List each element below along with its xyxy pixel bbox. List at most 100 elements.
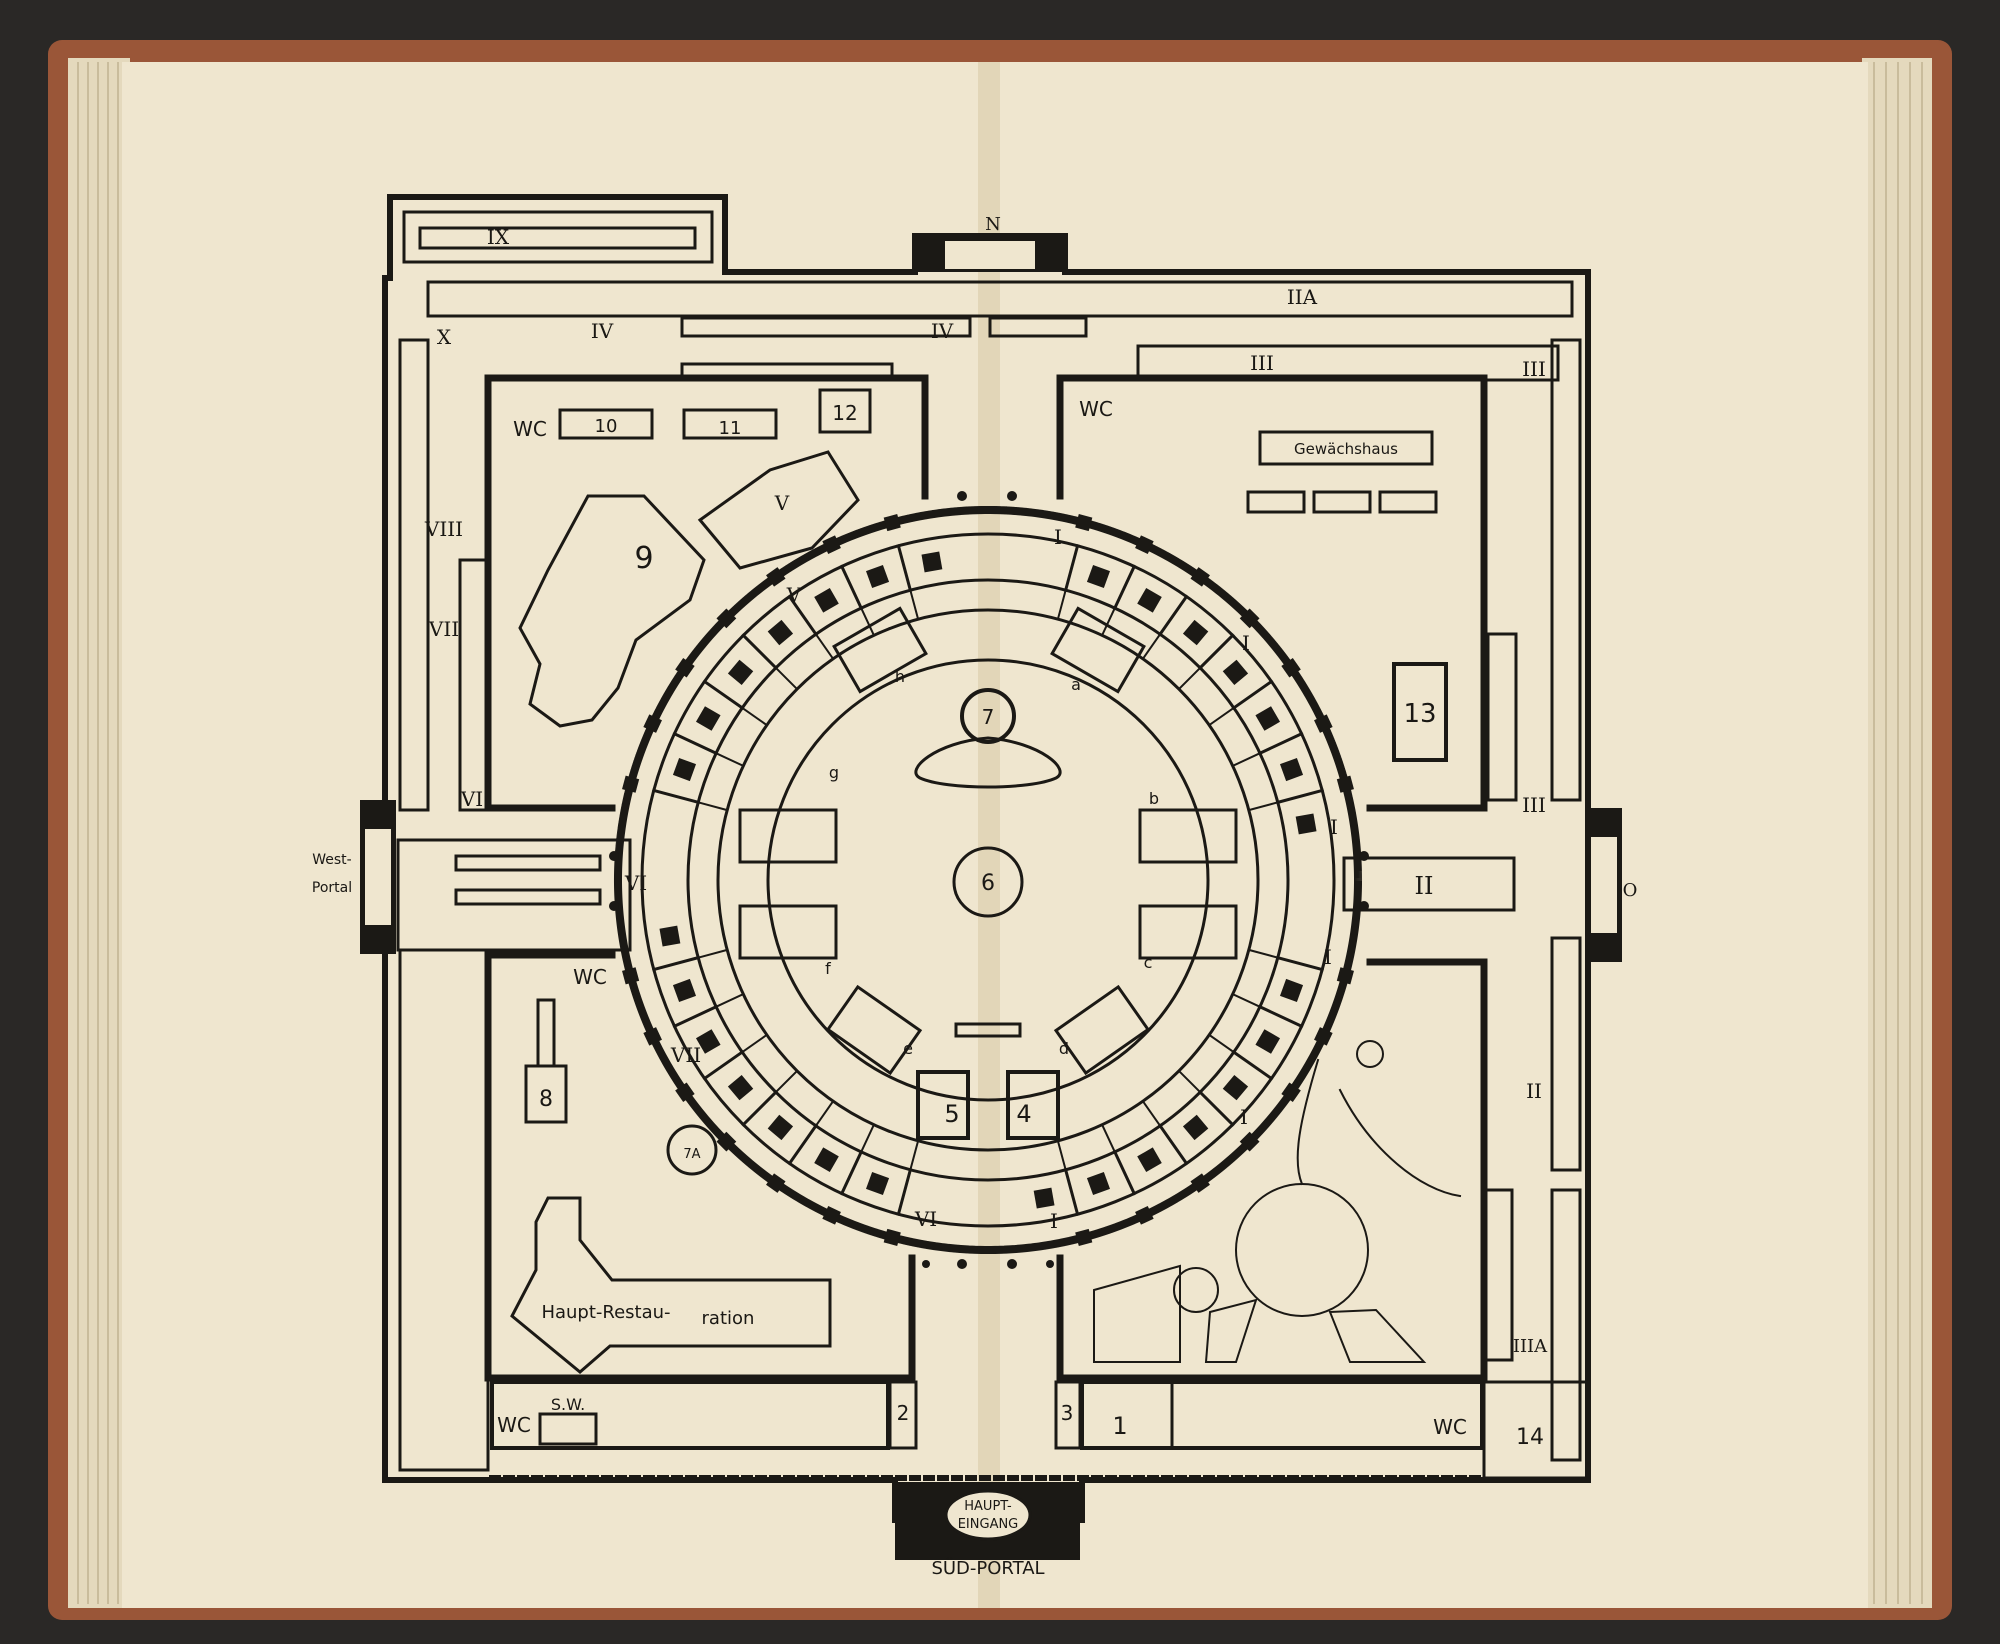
label-iia: IIA	[1287, 285, 1318, 309]
outer-pier	[675, 1082, 695, 1102]
cell-block	[1295, 813, 1317, 835]
north-gallery-outer	[426, 280, 1574, 318]
room-8-stem	[536, 998, 556, 1068]
cell-divider	[1198, 1090, 1235, 1127]
inner-spoke	[740, 1033, 769, 1054]
cell-block	[672, 978, 697, 1003]
courtyard-ne	[1056, 374, 1488, 812]
page-edge-lines-right	[1873, 62, 1923, 1604]
room-7-circle	[960, 688, 1016, 744]
east-gallery	[1550, 338, 1582, 802]
inner-spoke	[1247, 948, 1280, 959]
cell-divider	[1198, 633, 1235, 670]
cell-block	[1255, 1029, 1281, 1054]
cell-block	[1137, 1147, 1162, 1173]
label-haupt: HAUPT-	[964, 1499, 1012, 1514]
outer-pier	[1281, 1082, 1301, 1102]
outer-pier	[883, 1228, 901, 1246]
cell-divider	[651, 788, 701, 805]
main-entrance-oval	[944, 1489, 1032, 1541]
label-12: 12	[832, 401, 857, 425]
east-gallery-south	[1550, 936, 1582, 1172]
label-ii-1: II	[1415, 872, 1434, 900]
cell-block	[1222, 659, 1249, 686]
north-portal-opening	[943, 239, 1037, 271]
label-iv-1: IV	[591, 319, 614, 343]
inner-spoke	[1141, 632, 1162, 661]
outer-pier	[1075, 514, 1093, 532]
label-d: d	[1059, 1039, 1069, 1058]
outer-pier	[1239, 608, 1260, 629]
courtyard-se	[1056, 958, 1488, 1382]
label-v-2: V	[786, 583, 802, 607]
floor-plan	[360, 194, 1622, 1560]
cell-divider	[702, 679, 745, 711]
cell-block	[695, 706, 721, 731]
cell-divider	[1257, 1004, 1304, 1029]
label-11: 11	[719, 418, 742, 439]
label-wc-ne: WC	[1079, 397, 1113, 421]
label-5: 5	[944, 1100, 959, 1128]
label-east-portal: O	[1623, 880, 1638, 901]
outer-pier	[716, 1131, 737, 1152]
room-7a-circle	[666, 1124, 718, 1176]
inner-spoke	[1056, 1139, 1067, 1172]
inner-spoke	[1247, 801, 1280, 812]
outer-pier	[1281, 658, 1301, 678]
cell-divider	[672, 1004, 719, 1029]
room-13	[1392, 662, 1448, 762]
inner-spoke	[814, 1099, 835, 1128]
cell-divider	[1157, 1123, 1189, 1166]
outer-pier	[766, 1173, 786, 1193]
main-restaurant	[510, 1196, 832, 1374]
label-6: 6	[981, 871, 995, 896]
outer-pier	[1336, 967, 1354, 985]
label-west-portal-1: West-	[312, 852, 351, 868]
pavilion-g	[738, 808, 838, 864]
cell-divider	[741, 1090, 778, 1127]
cell-block	[921, 551, 943, 573]
label-7: 7	[982, 705, 995, 729]
label-vii-2: VII	[670, 1043, 701, 1067]
label-f: f	[825, 959, 831, 978]
bridge	[954, 1022, 1022, 1038]
label-v-1: V	[774, 491, 790, 515]
label-restaurant-1: Haupt-Restau-	[541, 1302, 670, 1323]
label-x: X	[437, 325, 452, 349]
inner-spoke	[909, 1139, 920, 1172]
cell-block	[814, 1147, 839, 1173]
room-5	[916, 1070, 970, 1140]
pavilion-a	[1050, 606, 1146, 694]
west-corridor-bar-1	[454, 854, 602, 872]
outer-pier	[822, 1206, 841, 1225]
north-gallery-inner	[680, 316, 972, 338]
west-gallery	[398, 338, 430, 812]
inner-spoke	[1100, 1123, 1117, 1154]
outer-pier	[766, 567, 786, 587]
label-west-portal-2: Portal	[312, 880, 352, 896]
rotunda-ring-5	[766, 658, 1210, 1102]
label-iiia: IIIA	[1513, 1336, 1548, 1357]
label-vi-1: VI	[460, 787, 483, 811]
room-sw	[538, 1412, 598, 1446]
inner-spoke	[1100, 606, 1117, 637]
label-i-5: I	[1240, 1105, 1248, 1129]
inner-spoke	[1141, 1099, 1162, 1128]
book-gutter	[978, 62, 1000, 1608]
cell-divider	[1112, 1149, 1137, 1196]
inner-spoke	[696, 801, 729, 812]
outer-pier	[643, 1027, 662, 1046]
east-portal-opening	[1589, 835, 1619, 935]
cell-divider	[741, 633, 778, 670]
label-i-1: I	[1054, 525, 1062, 549]
cell-block	[1182, 1114, 1209, 1141]
east-gallery-south-2	[1550, 1188, 1582, 1462]
label-e: e	[903, 1039, 913, 1058]
outer-pier	[643, 714, 662, 733]
cell-divider	[1275, 788, 1325, 805]
label-iii-3: III	[1522, 793, 1546, 817]
label-3: 3	[1061, 1401, 1074, 1425]
inner-spoke	[1177, 1069, 1202, 1094]
label-restaurant-2: ration	[702, 1308, 755, 1329]
